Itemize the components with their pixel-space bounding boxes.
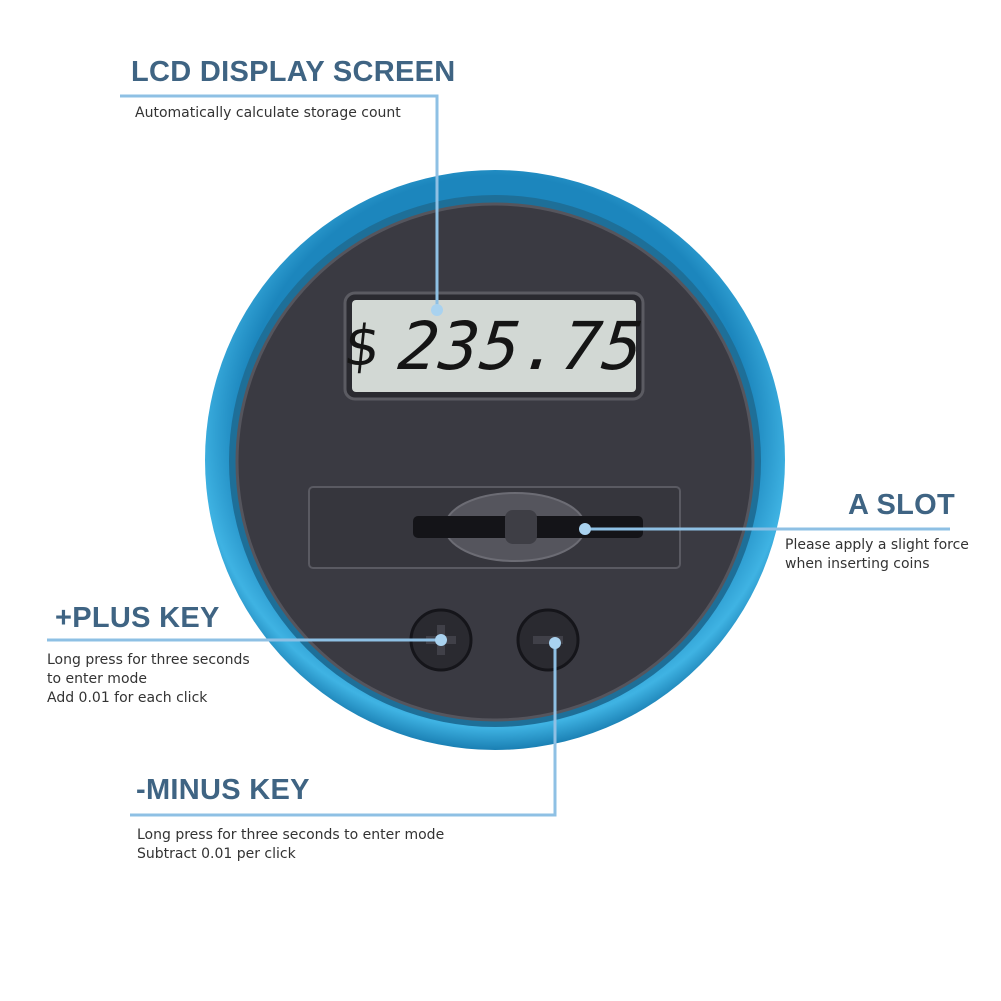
desc-line: Add 0.01 for each click <box>47 690 208 706</box>
lcd-callout-title: LCD DISPLAY SCREEN <box>131 56 456 88</box>
slot-callout-desc: Please apply a slight force when inserti… <box>785 536 969 574</box>
desc-line: Automatically calculate storage count <box>135 105 401 121</box>
callout-dots <box>431 304 591 649</box>
slot-lever <box>505 510 537 544</box>
desc-line: Subtract 0.01 per click <box>137 846 296 862</box>
lcd-display-value: $ 235.75 <box>341 300 648 392</box>
plus-callout-desc: Long press for three seconds to enter mo… <box>47 651 250 708</box>
minus-callout-desc: Long press for three seconds to enter mo… <box>137 826 444 864</box>
lcd-callout-desc: Automatically calculate storage count <box>135 104 401 123</box>
slot-callout-title: A SLOT <box>848 489 956 521</box>
desc-line: Please apply a slight force <box>785 537 969 553</box>
lcd-callout-line <box>120 94 439 310</box>
callout-lines <box>47 94 950 817</box>
desc-line: Long press for three seconds <box>47 652 250 668</box>
lcd-screen <box>352 300 636 392</box>
lcd-currency: $ <box>341 313 385 379</box>
plus-callout-title: +PLUS KEY <box>55 602 220 634</box>
minus-key[interactable] <box>516 608 580 672</box>
desc-line: when inserting coins <box>785 556 930 572</box>
lcd-amount: 235.75 <box>395 307 648 385</box>
desc-line: to enter mode <box>47 671 148 687</box>
desc-line: Long press for three seconds to enter mo… <box>137 827 445 843</box>
dark-lid <box>235 202 755 722</box>
minus-callout-line <box>130 643 557 817</box>
minus-callout-title: -MINUS KEY <box>136 774 310 806</box>
